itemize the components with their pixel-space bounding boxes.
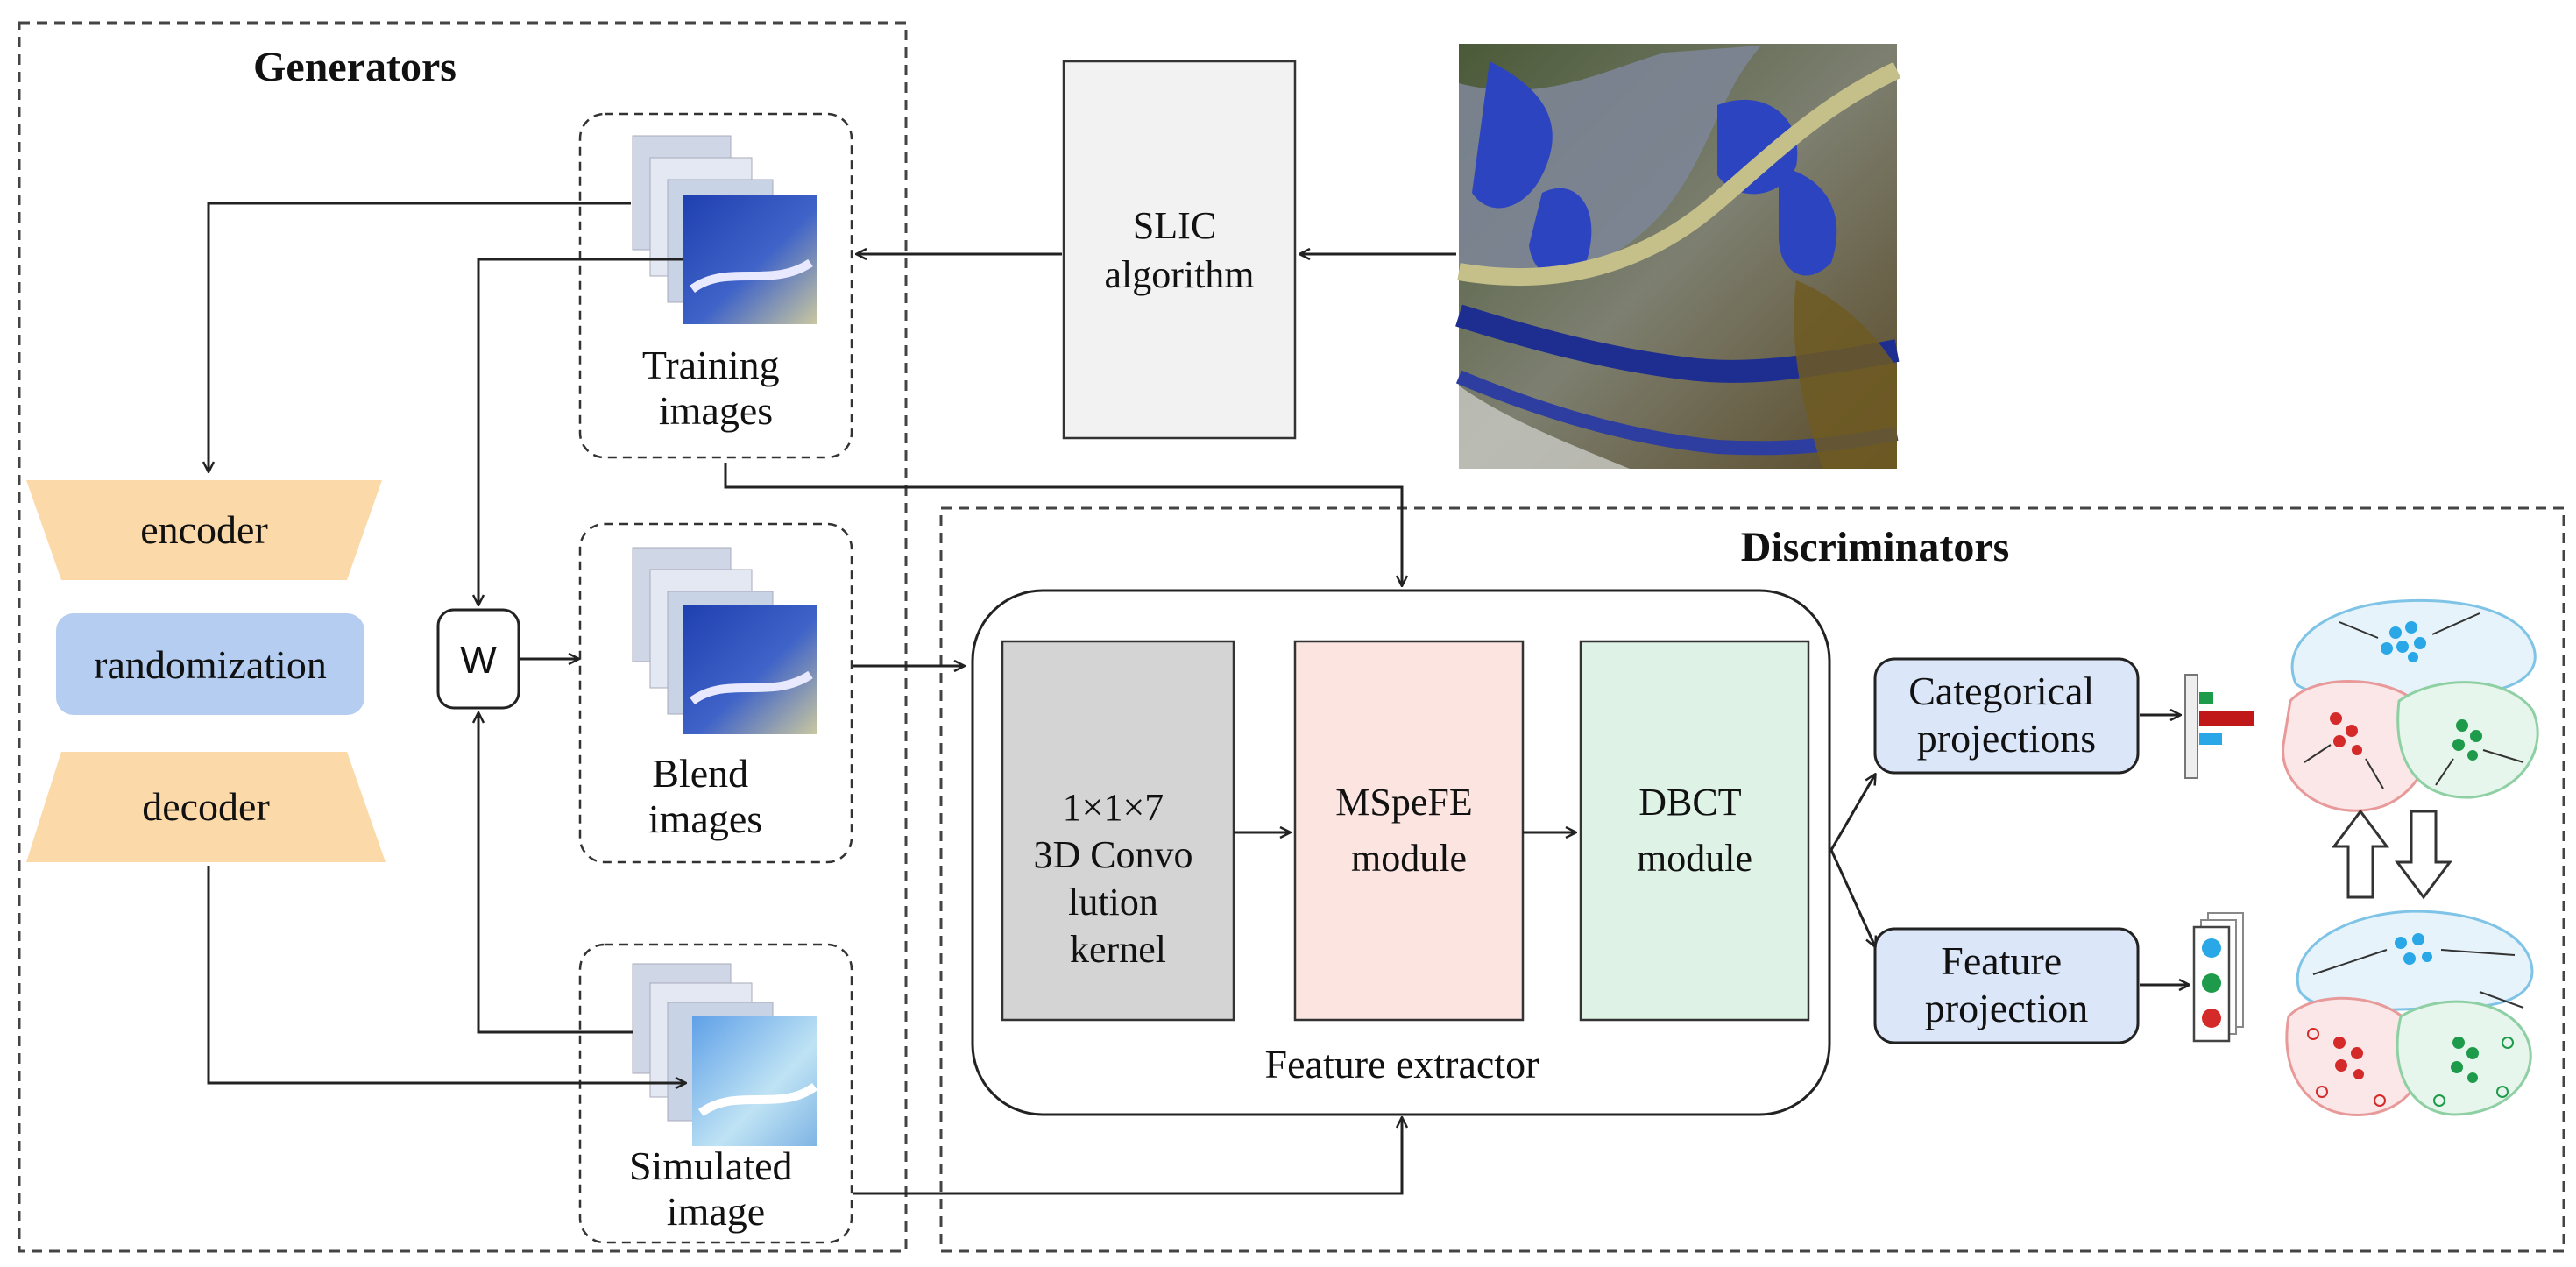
feature-vector-icon (2192, 912, 2244, 1043)
categorical-projections-label: Categorical projections (1908, 669, 2105, 761)
feature-projection-box (1873, 927, 2140, 1044)
feature-projection-label: Feature projection (1925, 938, 2089, 1030)
decoder-shape (26, 752, 386, 862)
category-logit-icon (2184, 674, 2254, 779)
w-label: W (460, 639, 497, 682)
simulated-image-stack (632, 963, 817, 1146)
slic-box (1062, 60, 1297, 440)
simulated-image-group (578, 943, 853, 1244)
feature-extractor-label: Feature extractor (1265, 1042, 1539, 1087)
cluster-diagram-bottom (2285, 910, 2534, 1116)
dbct-module-label: DBCT module (1637, 781, 1752, 880)
training-images-label: Training images (642, 343, 789, 433)
connectors (209, 202, 2189, 1195)
categorical-projections-box (1873, 657, 2140, 775)
encoder-shape (26, 480, 382, 580)
discriminators-title: Discriminators (1741, 524, 2010, 570)
w-weight-box (436, 608, 520, 710)
blend-images-group (578, 522, 853, 864)
mspefe-module-box (1293, 640, 1525, 1022)
exchange-arrows-icon (2332, 809, 2452, 900)
decoder-label: decoder (142, 784, 270, 829)
blend-image-stack (632, 547, 817, 734)
cluster-diagram-top (2282, 598, 2539, 812)
generators-title: Generators (253, 44, 456, 90)
training-images-group (578, 112, 853, 459)
conv-kernel-box (1001, 640, 1235, 1022)
blend-images-label: Blend images (648, 751, 762, 841)
generators-region (18, 21, 908, 1253)
encoder-label: encoder (140, 507, 268, 552)
conv-kernel-label: 1×1×7 3D Convo lution kernel (1033, 786, 1202, 971)
randomization-box (56, 613, 364, 715)
discriminators-region (939, 506, 2565, 1253)
mspefe-module-label: MSpeFE module (1335, 781, 1482, 880)
randomization-label: randomization (94, 642, 327, 687)
simulated-image-label: Simulated image (629, 1143, 803, 1234)
slic-label: SLIC algorithm (1104, 204, 1254, 296)
dbct-module-box (1579, 640, 1810, 1022)
training-image-stack (632, 135, 817, 324)
satellite-image (1455, 44, 1901, 469)
feature-extractor-box (971, 589, 1831, 1116)
